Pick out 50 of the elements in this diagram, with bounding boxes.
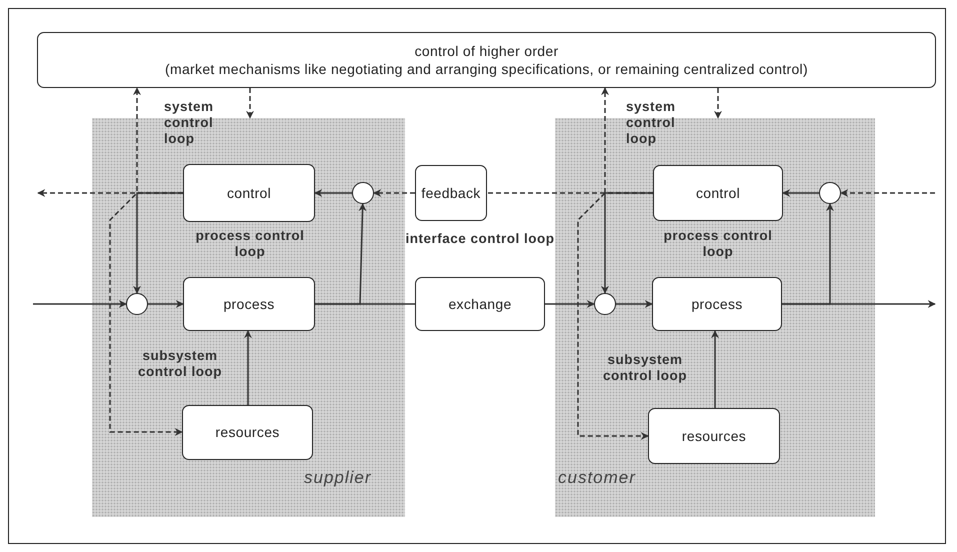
box-text: exchange [448,294,512,314]
loop-label: interface control loop [405,231,555,248]
summing-junction [126,293,148,315]
summing-junction [594,293,616,315]
process-box [182,405,313,460]
box-text: control of higher order [414,42,558,60]
summing-junction [819,182,841,204]
process-box [183,164,315,222]
box-text: (market mechanisms like negotiating and arranging specifications, or remaining centralized control) [165,60,808,78]
dashed-arrow [246,88,254,119]
process-box [183,277,315,331]
shaded-area [555,118,875,517]
header-box [37,32,936,88]
arrow [616,300,653,308]
area-name: customer [558,468,636,488]
box-text: resources [682,426,746,446]
process-box [415,277,545,331]
arrow [33,300,127,308]
loop-label: system control loop [626,99,677,148]
box-text: feedback [421,184,481,202]
loop-label: system control loop [164,99,215,148]
dashed-arrow [577,192,653,440]
loop-label: process control loop [194,228,306,260]
shaded-area [92,118,405,517]
box-text: control [696,184,740,202]
arrow [314,189,352,197]
process-box [415,165,487,221]
box-text: resources [215,423,280,442]
loop-label: subsystem control loop [602,352,688,384]
arrow [315,203,366,305]
dashed-arrow [714,88,722,119]
dashed-arrow [840,189,935,197]
process-box [648,408,780,464]
loop-label: subsystem control loop [137,348,223,380]
process-box [653,165,783,221]
summing-junction [352,182,374,204]
arrow [148,300,184,308]
arrow [711,330,719,408]
dashed-arrow [373,189,415,197]
arrow [244,330,252,405]
process-box [652,277,782,331]
box-text: process [691,294,743,314]
loop-label: process control loop [662,228,774,260]
box-text: process [223,294,275,314]
arrow [782,189,819,197]
arrow [782,203,834,305]
dashed-arrow [109,192,183,436]
area-name: supplier [304,468,372,488]
box-text: control [226,184,272,202]
arrow [545,300,595,308]
